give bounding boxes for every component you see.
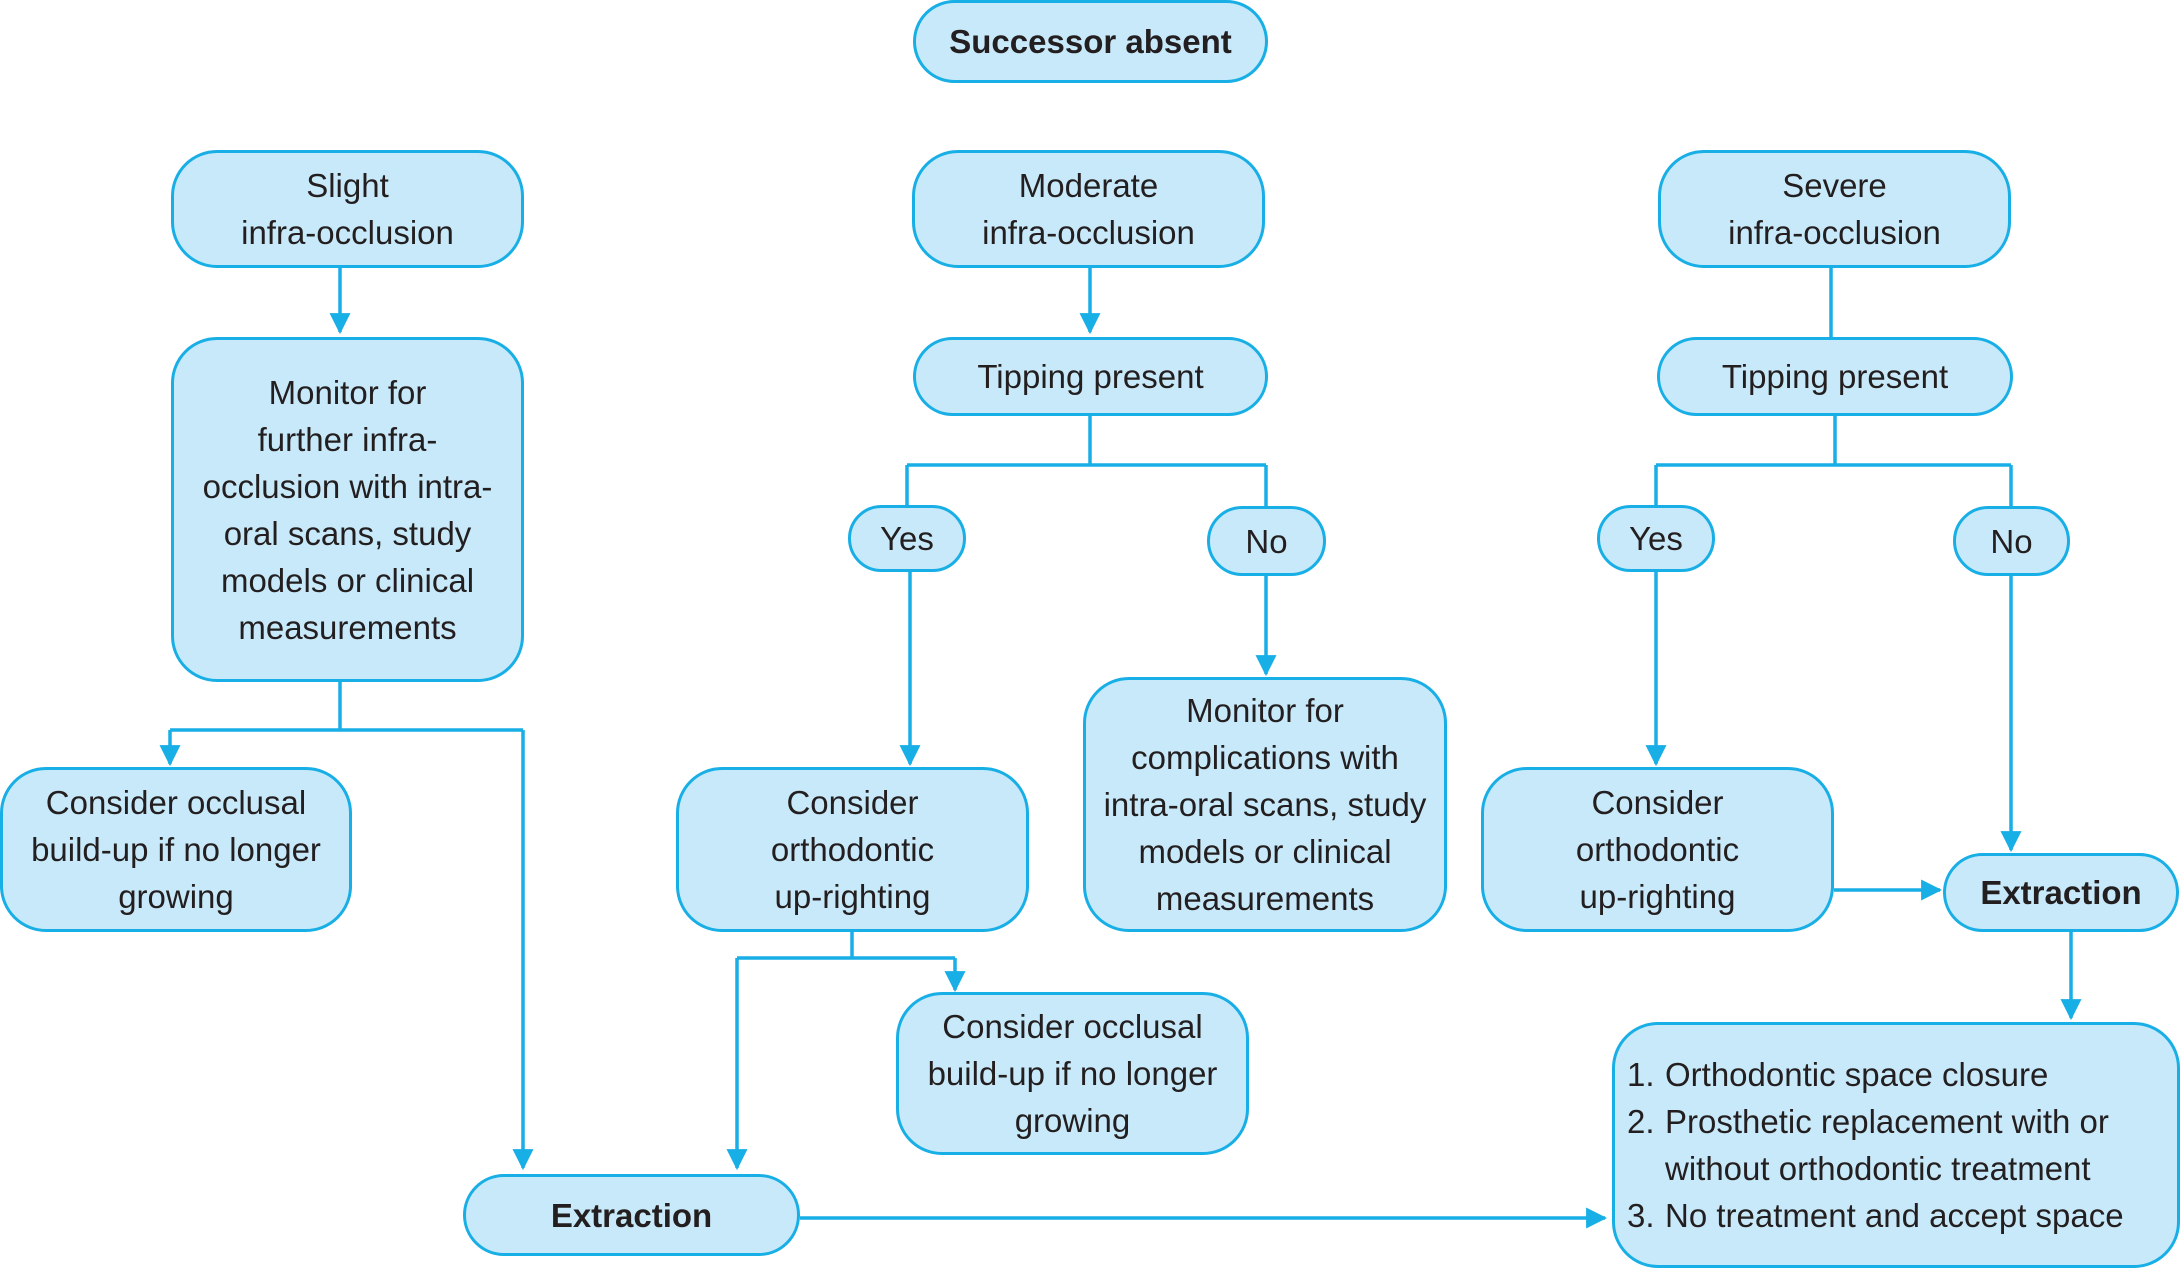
node-text-line: complications with	[1131, 739, 1399, 776]
node-text-line: infra-occlusion	[1728, 214, 1941, 251]
tipping-present-moderate-box: Tipping present	[913, 337, 1268, 416]
node-text-line: Consider occlusal	[942, 1008, 1203, 1045]
node-text-line: growing	[1014, 1102, 1131, 1139]
option-3: 3. No treatment and accept space	[1627, 1192, 2124, 1239]
consider-uprighting-severe-box: Consider orthodontic up-righting	[1481, 767, 1834, 932]
node-text-line: Severe	[1782, 167, 1887, 204]
monitor-infra-occlusion-box: Monitor for further infra-occlusion with …	[171, 337, 524, 682]
node-text-line: Successor absent	[949, 23, 1232, 60]
node-text-line: Consider	[786, 784, 919, 821]
no-moderate-box: No	[1207, 506, 1326, 576]
option-1-number: 1.	[1627, 1056, 1655, 1093]
option-2-text-line-1: Prosthetic replacement with or	[1665, 1103, 2109, 1140]
node-text-line: up-righting	[1579, 878, 1736, 915]
option-1-text: Orthodontic space closure	[1665, 1056, 2049, 1093]
node-text-line: intra-oral scans, study	[1103, 786, 1427, 823]
node-text-line: further infra-	[257, 420, 438, 458]
option-2-continuation: without orthodontic treatment	[1627, 1145, 2091, 1192]
option-3-number: 3.	[1627, 1197, 1655, 1234]
node-text-line: Yes	[880, 520, 934, 557]
node-text-line: infra-occlusion	[241, 214, 454, 251]
node-text-line: Tipping present	[977, 358, 1204, 395]
node-text-line: oral scans, study	[223, 514, 472, 552]
node-text-line: Tipping present	[1721, 358, 1949, 395]
slight-infra-occlusion-box: Slight infra-occlusion	[171, 150, 524, 268]
node-text-line: measurements	[238, 608, 457, 646]
node-text-line: measurements	[1155, 880, 1375, 917]
monitor-complications-box: Monitor for complications with intra-oral …	[1083, 677, 1447, 932]
node-text-line: Extraction	[550, 1196, 713, 1234]
extraction-bottom-box: Extraction	[463, 1174, 800, 1256]
successor-absent-box: Successor absent	[913, 0, 1268, 83]
option-1: 1. Orthodontic space closure	[1627, 1051, 2048, 1098]
node-text-line: No	[1990, 522, 2033, 560]
consider-occlusal-buildup-middle-box: Consider occlusal build-up if no longer gr…	[896, 992, 1249, 1155]
node-text-line: Monitor for	[268, 373, 427, 411]
node-text-line: Moderate	[1018, 167, 1159, 204]
connector-upright-moderate-split	[737, 932, 955, 960]
node-text-line: No	[1245, 522, 1288, 560]
node-text-line: orthodontic	[1575, 831, 1740, 868]
tipping-present-severe-box: Tipping present	[1657, 337, 2013, 416]
connector-monitor-split	[170, 682, 523, 732]
connector-tipping-severe-split	[1654, 416, 2013, 510]
extraction-severe-box: Extraction	[1943, 853, 2179, 932]
moderate-infra-occlusion-box: Moderate infra-occlusion	[912, 150, 1265, 268]
option-3-text: No treatment and accept space	[1665, 1197, 2124, 1234]
yes-severe-box: Yes	[1597, 505, 1715, 572]
node-text-line: infra-occlusion	[982, 214, 1195, 251]
node-text-line: Monitor for	[1186, 692, 1344, 729]
node-text-line: Consider	[1591, 784, 1724, 821]
node-text-line: build-up if no longer	[31, 831, 321, 868]
treatment-options-box: 1. Orthodontic space closure 2. Prosthet…	[1612, 1022, 2180, 1268]
option-2-text-line-2: without orthodontic treatment	[1665, 1150, 2091, 1187]
no-severe-box: No	[1953, 506, 2070, 576]
node-text-line: up-righting	[774, 878, 931, 915]
connector-tipping-moderate-split	[905, 416, 1268, 507]
node-text-line: occlusion with intra-	[202, 467, 493, 505]
yes-moderate-box: Yes	[848, 505, 966, 572]
node-text-line: orthodontic	[770, 831, 935, 868]
node-text-line: Consider occlusal	[45, 784, 307, 821]
node-text-line: models or clinical	[220, 561, 475, 599]
consider-uprighting-moderate-box: Consider orthodontic up-righting	[676, 767, 1029, 932]
severe-infra-occlusion-box: Severe infra-occlusion	[1658, 150, 2011, 268]
option-2: 2. Prosthetic replacement with or	[1627, 1098, 2109, 1145]
node-text-line: growing	[118, 878, 234, 915]
consider-occlusal-buildup-left-box: Consider occlusal build-up if no longer gr…	[0, 767, 352, 932]
node-text-line: Extraction	[1980, 874, 2142, 911]
node-text-line: models or clinical	[1138, 833, 1392, 870]
node-text-line: Yes	[1629, 520, 1683, 557]
node-text-line: Slight	[306, 167, 389, 204]
node-text-line: build-up if no longer	[927, 1055, 1218, 1092]
option-2-number: 2.	[1627, 1103, 1655, 1140]
